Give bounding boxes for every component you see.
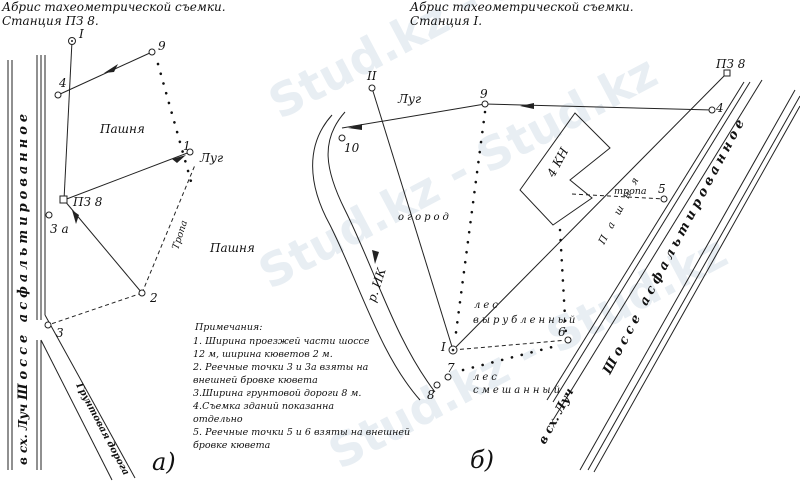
point-label: II xyxy=(366,69,377,83)
point-label: 10 xyxy=(344,141,360,155)
point-label: 4 xyxy=(58,76,67,90)
point-label: 2 xyxy=(149,291,158,305)
point-label: I xyxy=(78,27,84,41)
point-II-marker xyxy=(368,84,376,92)
note-line: 12 м, ширина кюветов 2 м. xyxy=(193,349,333,360)
point-6-marker xyxy=(564,336,572,344)
right-station: Станция I. xyxy=(410,14,482,28)
note-line: Примечания: xyxy=(194,322,262,333)
field-label: Пашня xyxy=(99,122,145,136)
path-label: Тропа xyxy=(170,219,190,251)
river-bank xyxy=(327,111,436,393)
point-label: 9 xyxy=(480,87,488,101)
right-title: Абрис тахеометрической съемки. xyxy=(409,0,634,14)
forest-label: лес xyxy=(473,372,500,383)
note-line: внешней бровке кювета xyxy=(193,375,318,386)
left-title: Абрис тахеометрической съемки. xyxy=(1,0,226,14)
pz8-marker xyxy=(723,69,731,77)
point-label: 1 xyxy=(183,139,191,153)
building-outline xyxy=(519,112,611,226)
note-line: 3.Ширина грунтовой дороги 8 м. xyxy=(193,388,361,399)
point-label: 5 xyxy=(658,182,666,196)
point-3a-marker xyxy=(45,211,53,219)
note-line: 5. Реечные точки 5 и 6 взяты на внешней xyxy=(193,427,410,438)
highway-label: Шоссе асфальтированное xyxy=(16,110,31,401)
highway-lines xyxy=(546,79,800,473)
point-label: 4 xyxy=(715,101,724,115)
forest-label: смешанный xyxy=(473,385,563,396)
point-1-marker xyxy=(186,148,194,156)
caption-a: а) xyxy=(152,448,176,476)
note-line: 2. Реечные точки 3 и 3а взяты на xyxy=(192,362,369,373)
point-8-marker xyxy=(433,381,441,389)
pz8-marker xyxy=(59,195,68,204)
point-3-marker xyxy=(44,321,52,329)
point-9-marker xyxy=(148,48,156,56)
sketch-a: Абрис тахеометрической съемки. Станция П… xyxy=(1,0,410,481)
river-bank xyxy=(312,114,421,401)
point-label: 7 xyxy=(447,361,455,375)
path-label: тропа xyxy=(614,186,647,197)
field-label: Пашня xyxy=(209,241,255,255)
meadow-label: Луг xyxy=(199,151,223,165)
river-label: р. ИК xyxy=(365,266,389,304)
highway-lines xyxy=(7,55,136,481)
forest-label: вырубленный xyxy=(473,315,578,326)
highway-label: Шоссе асфальтированное xyxy=(600,114,750,378)
point-9-marker xyxy=(481,100,489,108)
meadow-label: Луг xyxy=(397,92,421,106)
field-label: П а ш н я xyxy=(596,173,642,247)
point-2-marker xyxy=(138,289,146,297)
point-label: 9 xyxy=(158,39,166,53)
point-label: ПЗ 8 xyxy=(715,57,746,71)
point-4-marker xyxy=(54,91,62,99)
point-label: 8 xyxy=(427,388,435,402)
point-label: 3 а xyxy=(50,222,69,236)
caption-b: б) xyxy=(470,446,494,474)
point-label: ПЗ 8 xyxy=(72,195,103,209)
note-line: 1. Ширина проезжей части шоссе xyxy=(193,336,370,347)
point-5-marker xyxy=(660,195,668,203)
note-line: бровке кювета xyxy=(193,440,271,451)
dirt-road-label: Грунтовая дорога xyxy=(73,380,131,477)
point-10-marker xyxy=(338,134,346,142)
note-line: 4.Съемка зданий показанна xyxy=(192,401,334,412)
garden-label: огород xyxy=(398,212,452,223)
left-station: Станция ПЗ 8. xyxy=(2,14,99,28)
point-label: I xyxy=(440,340,446,354)
forest-label: лес xyxy=(474,300,501,311)
point-label: 3 xyxy=(56,326,64,340)
point-7-marker xyxy=(444,373,452,381)
note-line: отдельно xyxy=(193,414,243,425)
point-4-marker xyxy=(708,106,716,114)
point-label: 6 xyxy=(558,325,566,339)
village-label: в сх. Луч xyxy=(16,404,30,465)
notes: Примечания: 1. Ширина проезжей части шос… xyxy=(192,322,410,451)
